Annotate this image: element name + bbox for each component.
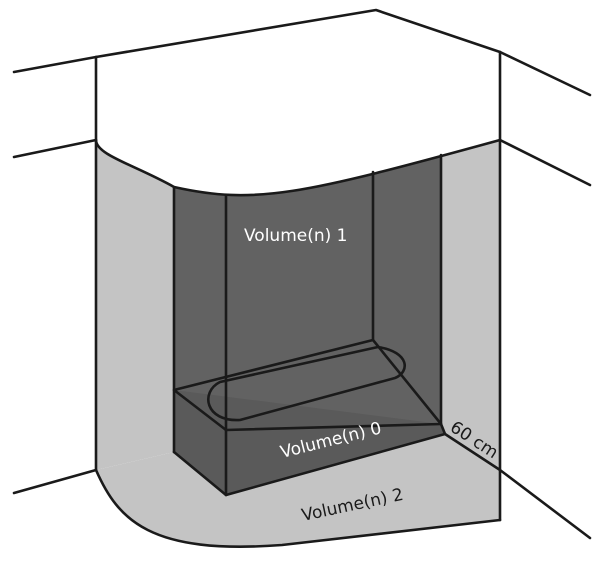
outline-strokes: [12, 8, 592, 548]
zone-2-right-wall: [441, 140, 500, 470]
zone-2-floor: [96, 434, 500, 547]
zone-2-left-wall: [96, 140, 174, 470]
ceiling-soffit: [96, 10, 500, 196]
zone-1-area: [174, 155, 441, 434]
zone-0-bathtub-front: [174, 390, 445, 495]
zone-1-label: Volume(n) 1: [244, 226, 348, 246]
